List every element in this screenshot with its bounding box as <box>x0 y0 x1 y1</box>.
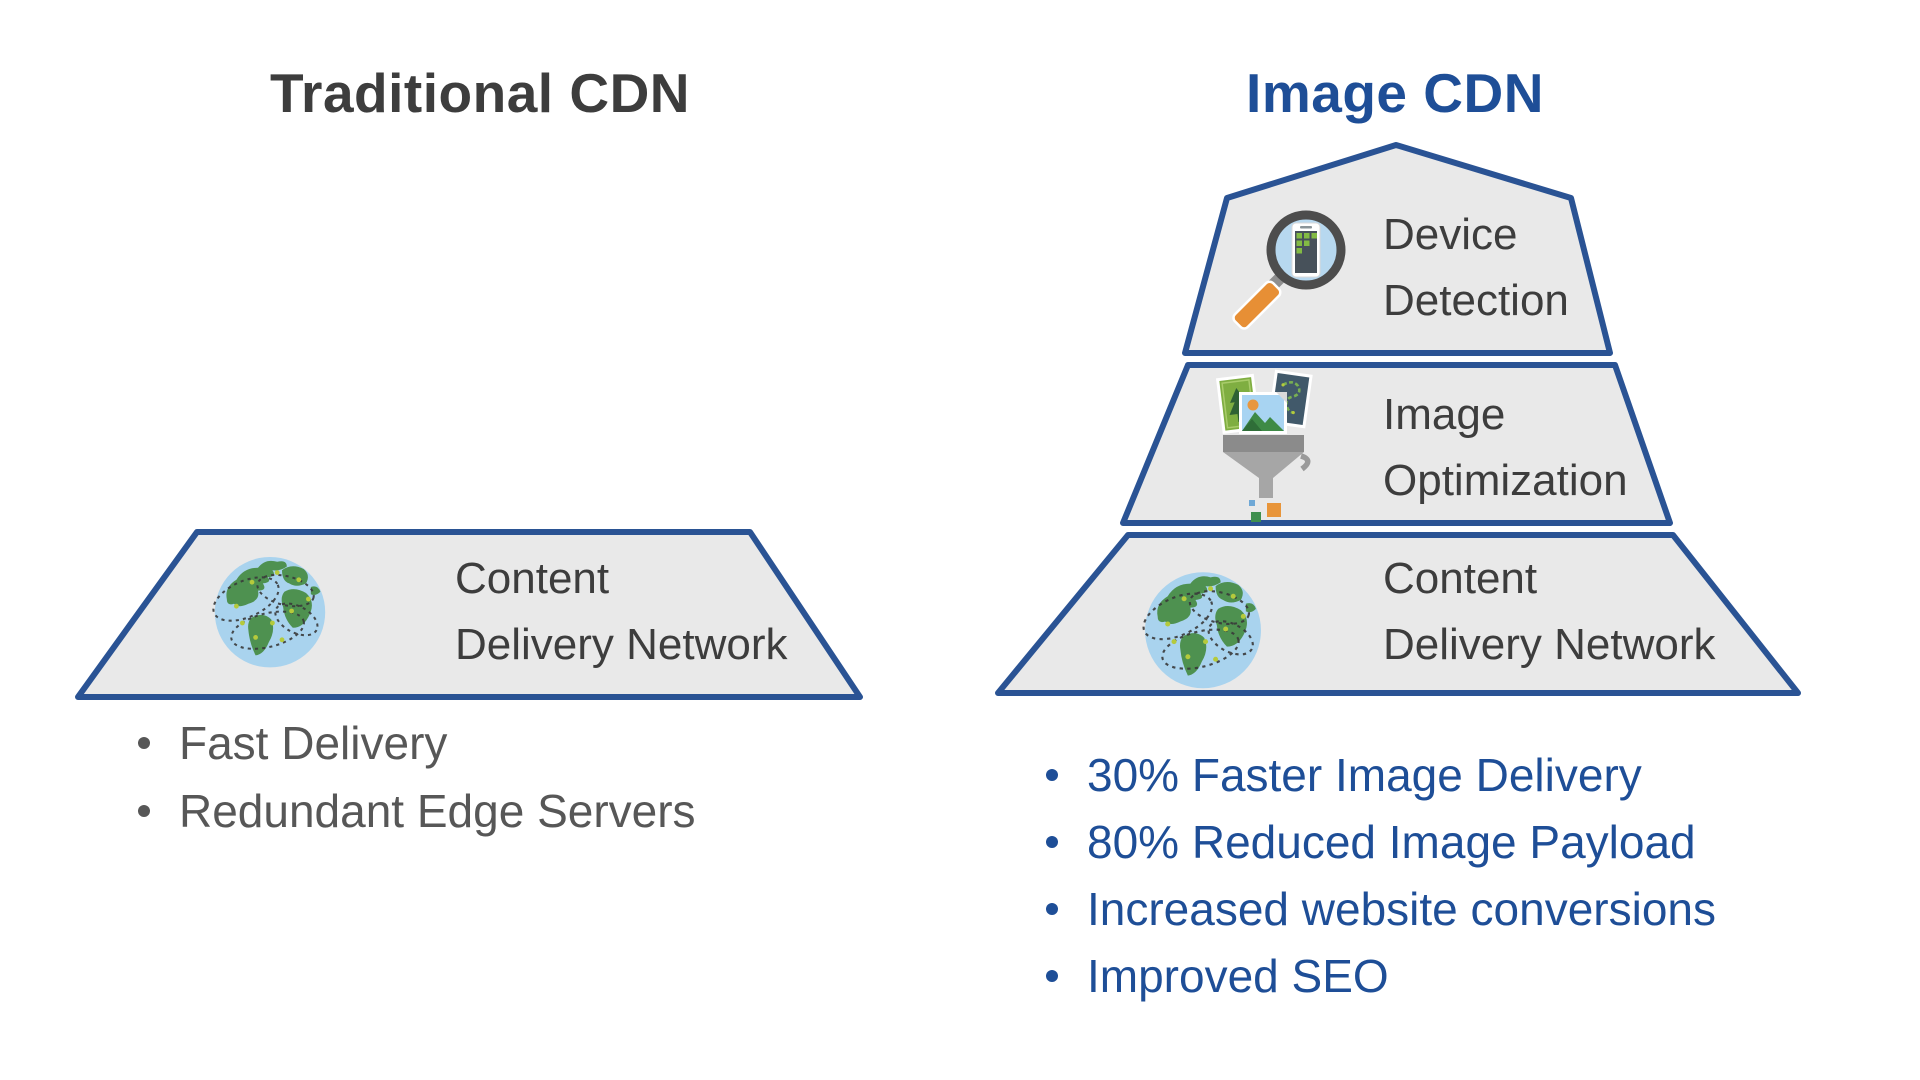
layer-label-line: Image <box>1383 390 1506 439</box>
traditional-cdn-benefits: Fast Delivery Redundant Edge Servers <box>138 709 696 845</box>
magnifier-phone-icon <box>1232 210 1346 330</box>
device-detection-layer <box>1182 142 1613 356</box>
bullet-dot <box>1046 902 1058 915</box>
device-detection-label: Device Detection <box>1383 202 1569 334</box>
image-cdn-base-label: Content Delivery Network <box>1383 546 1716 678</box>
bullet-dot <box>1046 768 1058 781</box>
benefit-text: 80% Reduced Image Payload <box>1087 815 1696 868</box>
benefit-text: 30% Faster Image Delivery <box>1087 748 1642 801</box>
list-item: 80% Reduced Image Payload <box>1046 808 1716 875</box>
benefit-text: Improved SEO <box>1087 949 1389 1002</box>
layer-label-line: Delivery Network <box>1383 620 1716 669</box>
layer-label-line: Detection <box>1383 276 1569 325</box>
bullet-dot <box>1046 969 1058 982</box>
image-cdn-title: Image CDN <box>1246 62 1544 124</box>
list-item: Redundant Edge Servers <box>138 777 696 845</box>
bullet-dot <box>1046 835 1058 848</box>
list-item: 30% Faster Image Delivery <box>1046 741 1716 808</box>
layer-label-line: Optimization <box>1383 456 1628 505</box>
list-item: Improved SEO <box>1046 942 1716 1009</box>
image-cdn-benefits: 30% Faster Image Delivery 80% Reduced Im… <box>1046 741 1716 1009</box>
benefit-text: Redundant Edge Servers <box>179 785 696 837</box>
layer-label-line: Delivery Network <box>455 620 788 669</box>
list-item: Fast Delivery <box>138 709 696 777</box>
bullet-dot <box>138 805 150 817</box>
traditional-cdn-layer-label: Content Delivery Network <box>455 546 788 678</box>
benefit-text: Increased website conversions <box>1087 882 1716 935</box>
traditional-cdn-title: Traditional CDN <box>269 62 691 124</box>
image-funnel-icon <box>1215 369 1313 522</box>
list-item: Increased website conversions <box>1046 875 1716 942</box>
bullet-dot <box>138 737 150 749</box>
layer-label-line: Device <box>1383 210 1518 259</box>
layer-label-line: Content <box>1383 554 1538 603</box>
globe-icon <box>210 551 330 671</box>
globe-icon <box>1140 566 1266 692</box>
benefit-text: Fast Delivery <box>179 717 448 769</box>
image-optimization-label: Image Optimization <box>1383 382 1628 514</box>
layer-label-line: Content <box>455 554 610 603</box>
